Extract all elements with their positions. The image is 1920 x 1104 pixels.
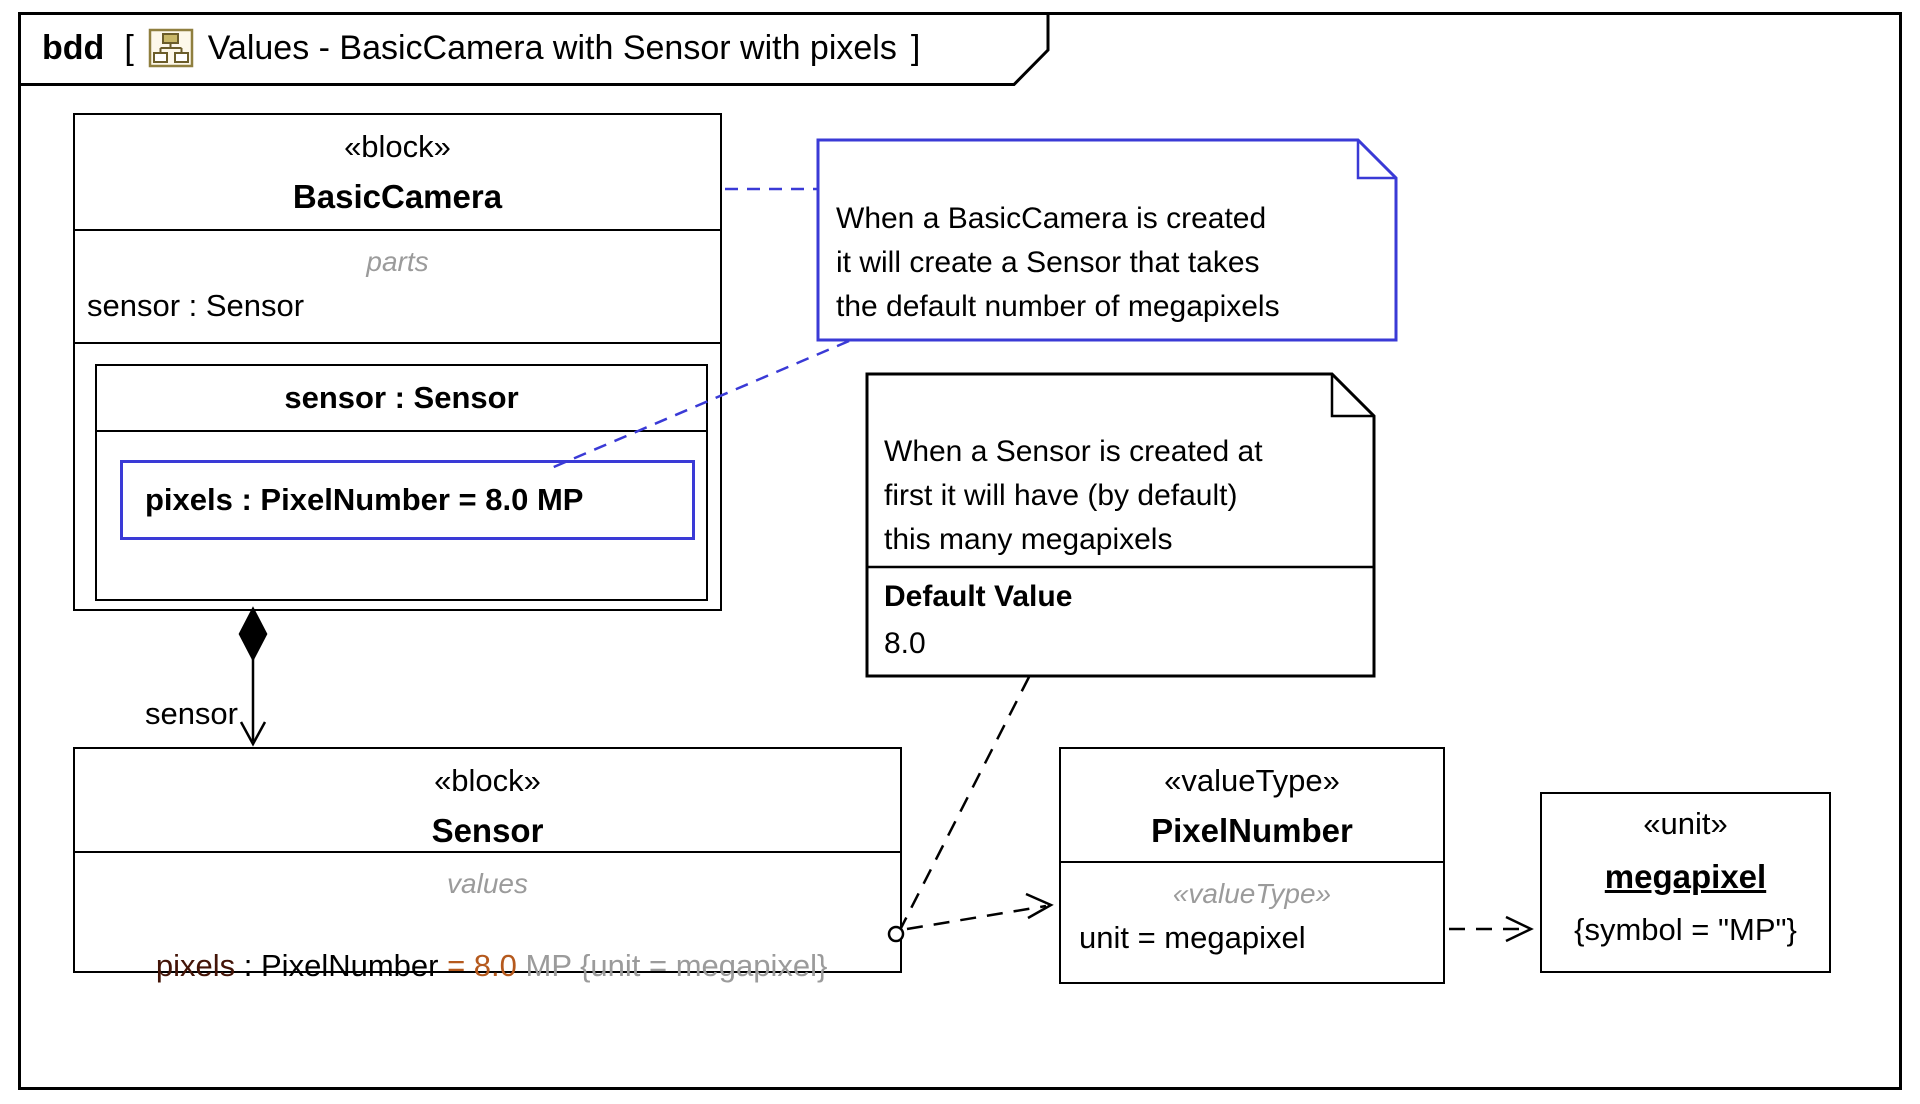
note-line: first it will have (by default) [884,479,1238,512]
close-bracket: ] [910,28,921,67]
pixel-number-unit-line[interactable]: unit = megapixel [1079,920,1306,955]
basic-camera-structure-compartment: sensor : Sensor pixels : PixelNumber = 8… [75,344,720,609]
association-role-label: sensor [144,696,238,731]
default-value-number: 8.0 [884,627,926,660]
megapixel-stereotype: «unit» [1643,806,1728,841]
diagram-icon [148,28,194,68]
basic-camera-header: «block» BasicCamera [75,115,720,231]
basic-camera-parts-compartment: parts sensor : Sensor [75,231,720,344]
pixel-number-header: «valueType» PixelNumber [1061,749,1443,863]
part-sensor-line[interactable]: sensor : Sensor [87,288,305,323]
megapixel-name: megapixel [1604,858,1767,895]
megapixel-symbol-line: {symbol = "MP"} [1574,912,1797,947]
pixels-value-box[interactable]: pixels : PixelNumber = 8.0 MP [120,460,695,540]
block-pixel-number[interactable]: «valueType» PixelNumber «valueType» unit… [1059,747,1445,984]
sensor-stereotype: «block» [434,763,541,798]
values-compartment-label: values [447,868,528,899]
note-line: this many megapixels [884,523,1173,556]
diagram-title: Values - BasicCamera with Sensor with pi… [207,28,897,67]
sensor-pixels-line[interactable]: pixels : PixelNumber = 8.0 MP {unit = me… [75,909,900,1023]
sensor-note-text: When a Sensor is created at first it wil… [884,430,1362,562]
block-megapixel[interactable]: «unit» megapixel {symbol = "MP"} [1540,792,1831,973]
pixels-value-text: pixels : PixelNumber = 8.0 MP [145,482,584,517]
sensor-values-compartment: values pixels : PixelNumber = 8.0 MP {un… [75,853,900,1023]
pixel-number-name: PixelNumber [1151,812,1353,849]
sensor-name: Sensor [431,812,544,849]
block-sensor[interactable]: «block» Sensor values pixels : PixelNumb… [73,747,902,983]
pixels-default-segment: = 8.0 [438,948,517,983]
pixels-unit-segment: MP {unit = megapixel} [516,948,828,983]
basic-camera-stereotype: «block» [344,129,451,164]
note-line: the default number of megapixels [836,290,1280,323]
note-line: When a BasicCamera is created [836,202,1267,235]
camera-note-text: When a BasicCamera is created it will cr… [836,197,1384,329]
block-basic-camera[interactable]: «block» BasicCamera parts sensor : Senso… [73,113,722,611]
note-line: When a Sensor is created at [884,435,1263,468]
nested-part-sensor[interactable]: sensor : Sensor pixels : PixelNumber = 8… [95,364,708,601]
sensor-header: «block» Sensor [75,749,900,853]
pixel-number-compartment: «valueType» unit = megapixel [1061,863,1443,982]
diagram-title-bar: bdd [ Values - BasicCamera with Sensor w… [18,12,1048,84]
basic-camera-name: BasicCamera [292,178,503,215]
open-bracket: [ [124,28,134,67]
diagram-kind-label: bdd [42,28,105,67]
default-value-label: Default Value [884,580,1073,613]
parts-compartment-label: parts [366,246,429,277]
pixels-name-segment: pixels [155,948,236,983]
pixels-type-segment: : PixelNumber [235,948,439,983]
pixel-number-stereotype: «valueType» [1164,763,1340,798]
note-line: it will create a Sensor that takes [836,246,1260,279]
nested-part-header: sensor : Sensor [97,366,706,432]
pixel-number-inner-stereotype: «valueType» [1172,878,1332,909]
nested-part-body: pixels : PixelNumber = 8.0 MP [97,432,706,599]
